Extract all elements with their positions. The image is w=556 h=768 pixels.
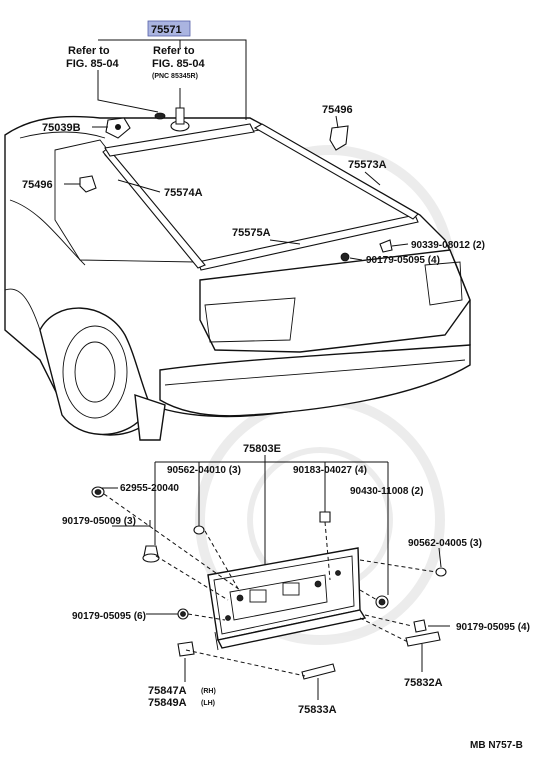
label-75571: 75571 [151,24,182,36]
label-75803e: 75803E [243,443,281,455]
label-90179-05009: 90179-05009 (3) [62,516,136,527]
label-75849a-side: (LH) [201,700,215,707]
label-75039b: 75039B [42,122,81,134]
garnish-panel-75803e [207,547,367,651]
bracket-75847a [177,641,195,657]
label-62955: 62955-20040 [120,483,179,494]
clip-90179-top [340,252,350,262]
label-90562-04005: 90562-04005 (3) [408,538,482,549]
nut-90562-04010 [193,525,205,535]
leaders-bottom [102,455,450,700]
label-75849a: 75849A [148,697,187,709]
labels: 75571 Refer to FIG. 85-04 Refer to FIG. … [22,20,530,751]
label-75575a: 75575A [232,227,271,239]
label-90179-05095-top: 90179-05095 (4) [366,255,440,266]
label-75573a: 75573A [348,159,387,171]
weatherstrip-top [104,123,255,157]
leaders-top [64,39,409,261]
clip-90179-05095-4 [413,619,427,633]
label-refer-left-2: FIG. 85-04 [66,58,119,70]
label-75847a: 75847A [148,685,187,697]
main-part-highlight [147,20,191,37]
label-75496-left: 75496 [22,179,53,191]
clip-left-top [154,112,166,120]
label-90562-04010: 90562-04010 (3) [167,465,241,476]
label-90339: 90339-08012 (2) [411,240,485,251]
nut-90430 [375,595,389,609]
clip-90179-05009 [91,486,105,498]
label-90179-05095-6: 90179-05095 (6) [72,611,146,622]
label-90179-05095-4-bot: 90179-05095 (4) [456,622,530,633]
label-75832a: 75832A [404,677,443,689]
label-refer-left-1: Refer to [68,45,110,57]
assembly-lines [103,493,437,677]
label-refer-right-pnc: (PNC 85345R) [152,73,198,80]
moulding-75832a [405,631,441,647]
label-refer-right-1: Refer to [153,45,195,57]
nut-90562-04005 [435,567,447,577]
label-75574a: 75574A [164,187,203,199]
clip-90183 [319,511,331,523]
label-75847a-side: (RH) [201,688,216,695]
label-75833a: 75833A [298,704,337,716]
label-90430: 90430-11008 (2) [350,486,423,497]
footer-code: MB N757-B [470,740,523,751]
bracket-75496-top [329,125,349,151]
weatherstrip-set [102,123,419,271]
grommet-62955 [142,545,160,563]
clip-75039b [105,117,131,139]
moulding-75833a [301,663,336,680]
clip-90179-05095-6 [177,608,189,620]
label-90183: 90183-04027 (4) [293,465,367,476]
weatherstrip-75573a [253,123,419,220]
label-75496-top: 75496 [322,104,353,116]
bracket-75496-left [79,175,97,193]
label-refer-right-2: FIG. 85-04 [152,58,205,70]
car-body [4,115,471,441]
clip-90339 [379,239,393,253]
